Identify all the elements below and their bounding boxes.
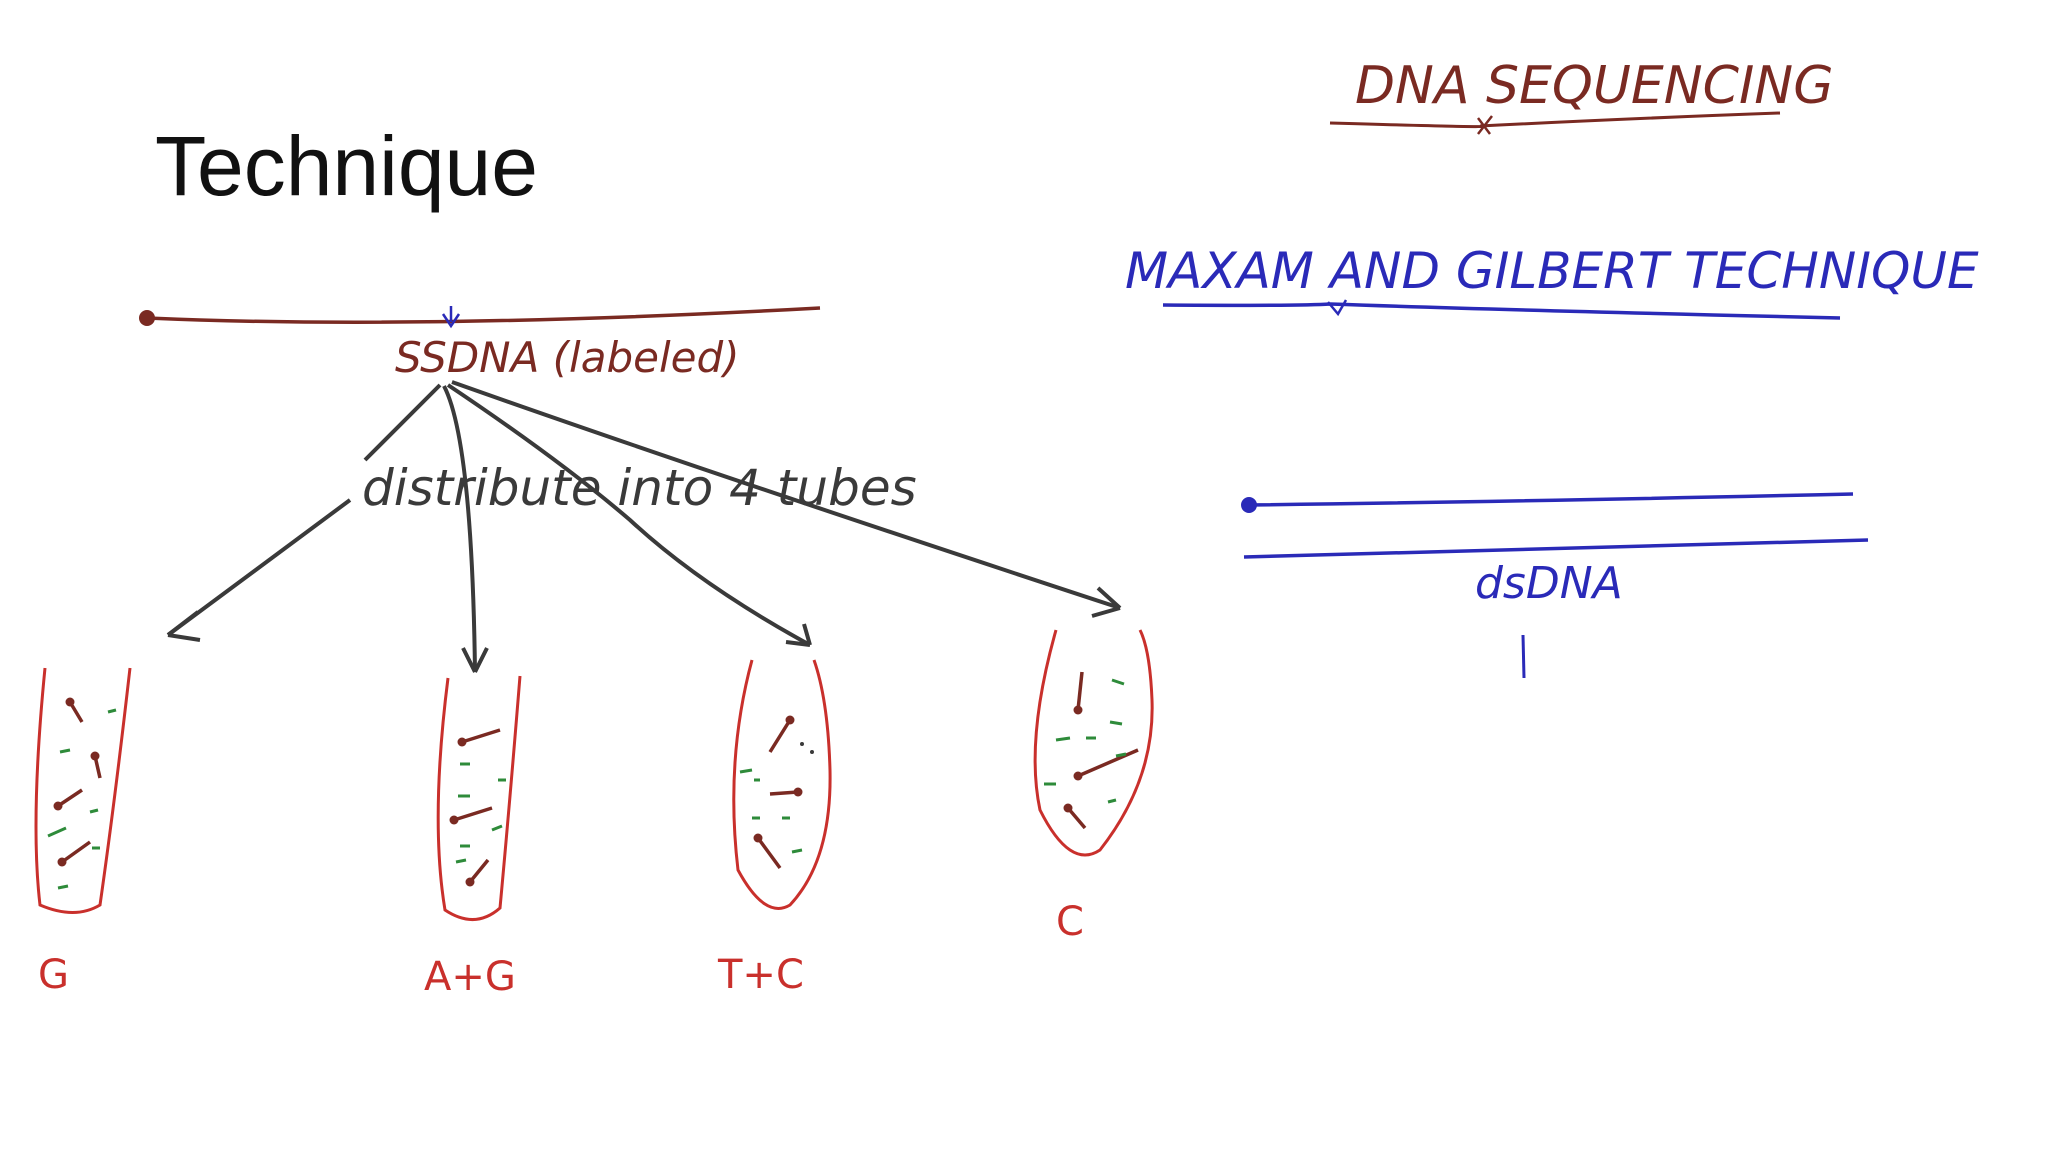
arrow-to-ag bbox=[442, 385, 477, 673]
ssdna-label: SSDNA (labeled) bbox=[395, 333, 740, 382]
tube-ag: A+G bbox=[424, 675, 522, 1000]
subtitle-underline-mark bbox=[1327, 299, 1348, 317]
tube-c: C bbox=[1033, 629, 1154, 945]
arrow-to-tc bbox=[446, 383, 811, 647]
header-subtitle: MAXAM AND GILBERT TECHNIQUE bbox=[1125, 242, 1979, 320]
dsdna-top-strand bbox=[1248, 492, 1854, 507]
dsdna-label: dsDNA bbox=[1475, 558, 1623, 609]
ssdna-strand bbox=[146, 306, 821, 324]
header-title: DNA SEQUENCING bbox=[1329, 56, 1834, 135]
tube-outline bbox=[34, 667, 132, 914]
arrow-to-c bbox=[451, 380, 1121, 610]
header-underline bbox=[1329, 111, 1781, 129]
dsdna-bottom-strand bbox=[1243, 538, 1869, 559]
tube-outline bbox=[436, 675, 522, 921]
arrow-head-g bbox=[166, 610, 201, 642]
tube-label-tc: T+C bbox=[717, 952, 804, 998]
slide-title: Technique bbox=[155, 119, 538, 213]
arrow-head-c bbox=[1091, 586, 1122, 618]
arrow-head-tc bbox=[785, 623, 812, 647]
arrow-head-ag bbox=[461, 647, 489, 673]
header-underline-mark bbox=[1477, 115, 1493, 135]
tube-label-g: G bbox=[38, 952, 69, 998]
distribute-arrows bbox=[166, 380, 1122, 673]
tube-g: G bbox=[34, 667, 132, 998]
header-title-text: DNA SEQUENCING bbox=[1355, 56, 1834, 116]
tube-label-c: C bbox=[1056, 899, 1084, 945]
tube-tc: T+C bbox=[717, 659, 832, 998]
header-subtitle-text: MAXAM AND GILBERT TECHNIQUE bbox=[1125, 242, 1979, 300]
tube-outline bbox=[1033, 629, 1154, 857]
tube-outline bbox=[732, 659, 832, 910]
label-arrow-icon bbox=[441, 306, 461, 329]
dsdna-next-stroke bbox=[1521, 634, 1526, 679]
tube-label-ag: A+G bbox=[424, 954, 516, 1000]
subtitle-underline bbox=[1162, 302, 1841, 320]
distribute-label: distribute into 4 tubes bbox=[362, 459, 917, 517]
dsdna-diagram: dsDNA bbox=[1241, 492, 1869, 679]
ssdna-diagram: SSDNA (labeled) distribute into 4 tubes bbox=[139, 306, 1122, 673]
